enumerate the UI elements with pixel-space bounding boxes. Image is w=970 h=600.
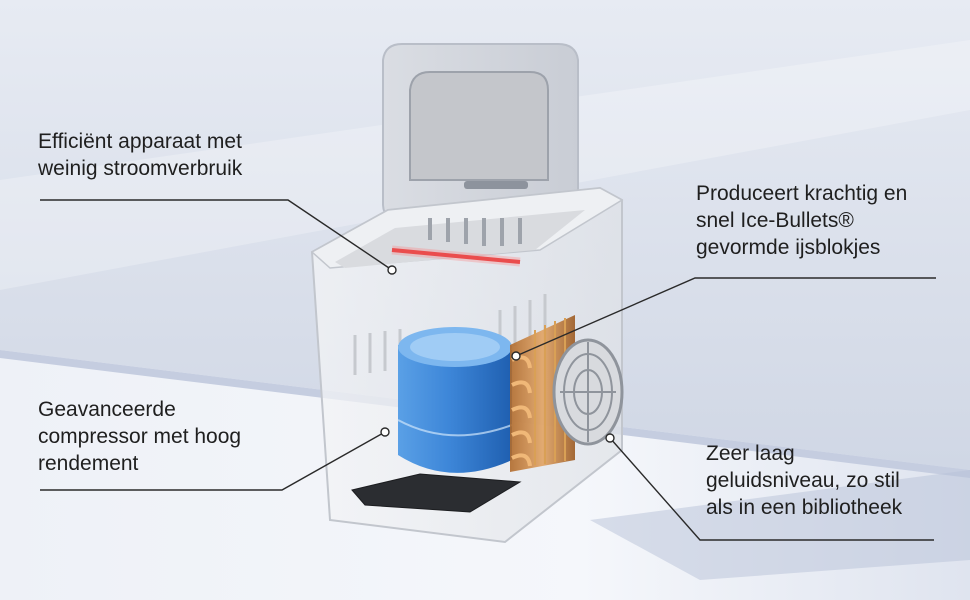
callout-energy-efficiency: Efficiënt apparaat met weinig stroomverb… bbox=[38, 128, 242, 182]
lid-window bbox=[409, 71, 549, 181]
callout-text-line: Zeer laag bbox=[706, 442, 795, 465]
callout-text-line: Geavanceerde bbox=[38, 398, 176, 421]
callout-text-line: als in een bibliotheek bbox=[706, 496, 903, 519]
ice-maker-illustration bbox=[310, 43, 624, 544]
callout-text-line: Efficiënt apparaat met bbox=[38, 130, 242, 153]
water-tank bbox=[397, 327, 513, 473]
callout-text-line: geluidsniveau, zo stil bbox=[706, 469, 900, 492]
callout-text-line: rendement bbox=[38, 452, 139, 475]
callout-text-line: weinig stroomverbruik bbox=[38, 157, 243, 180]
heating-strip bbox=[391, 248, 521, 264]
base-tray bbox=[351, 473, 522, 513]
callout-noise-level: Zeer laag geluidsniveau, zo stil als in … bbox=[706, 440, 902, 521]
callout-text-line: gevormde ijsblokjes bbox=[696, 236, 881, 259]
leader-dot-2 bbox=[511, 351, 521, 361]
ice-prongs bbox=[428, 218, 522, 246]
leader-line-1 bbox=[40, 199, 393, 271]
fan-icon bbox=[552, 338, 624, 446]
leader-dot-1 bbox=[387, 265, 397, 275]
inner-cavity bbox=[335, 210, 585, 268]
callout-compressor: Geavanceerde compressor met hoog rendeme… bbox=[38, 396, 241, 477]
leader-line-4 bbox=[609, 437, 934, 541]
leader-dot-3 bbox=[380, 427, 390, 437]
heating-glow bbox=[391, 245, 521, 267]
leader-lines bbox=[40, 199, 936, 541]
leader-dot-4 bbox=[605, 433, 615, 443]
callout-text-line: Produceert krachtig en bbox=[696, 182, 908, 205]
callout-text-line: compressor met hoog bbox=[38, 425, 242, 448]
leader-line-3 bbox=[40, 431, 386, 491]
leader-line-2 bbox=[515, 277, 936, 357]
callout-ice-production: Produceert krachtig en snel Ice-Bullets®… bbox=[696, 180, 907, 261]
lid-handle bbox=[464, 181, 528, 189]
shelf-shadow bbox=[590, 470, 970, 580]
callout-text-line: snel Ice-Bullets® bbox=[696, 209, 854, 232]
